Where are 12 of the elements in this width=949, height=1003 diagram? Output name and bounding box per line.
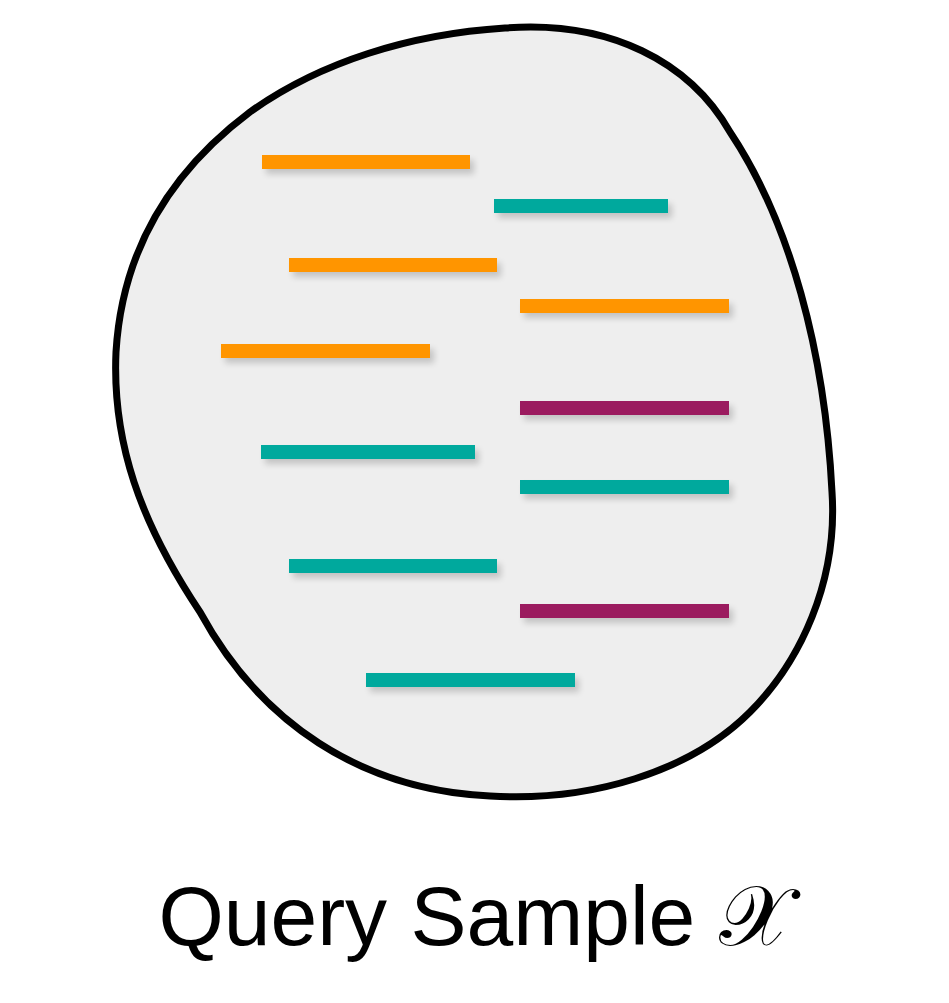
caption: Query Sample 𝒳 (0, 868, 949, 966)
colored-bar (221, 344, 430, 358)
colored-bar (289, 559, 497, 573)
colored-bar (262, 155, 470, 169)
colored-bar (366, 673, 575, 687)
colored-bar (261, 445, 475, 459)
colored-bar (520, 299, 729, 313)
colored-bar (520, 604, 729, 618)
colored-bar (520, 480, 729, 494)
colored-bar (520, 401, 729, 415)
colored-bar (289, 258, 497, 272)
colored-bar (494, 199, 668, 213)
